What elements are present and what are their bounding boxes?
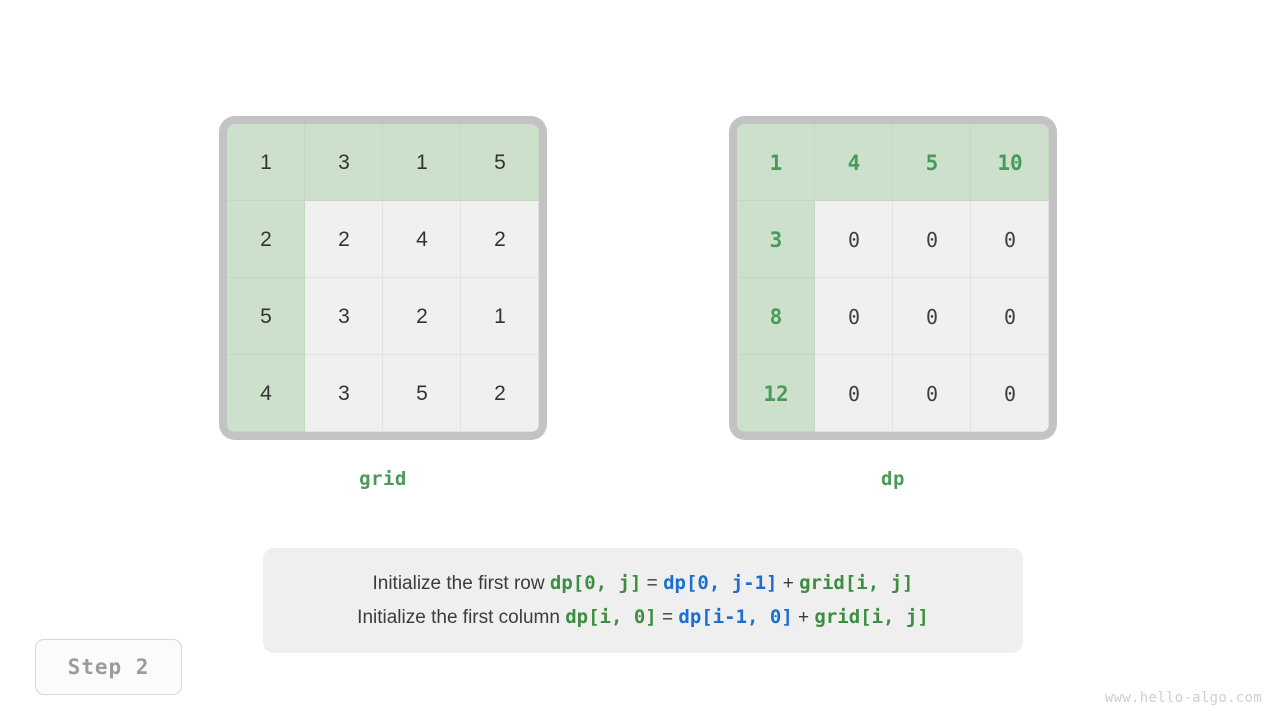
matrix-cell-2-0: 5	[227, 278, 305, 355]
caption-line-2-equals: =	[656, 606, 679, 628]
matrix-cell-1-3: 2	[461, 201, 539, 278]
matrix-cell-3-3: 0	[971, 355, 1049, 432]
matrix-cell-2-3: 0	[971, 278, 1049, 355]
matrix-cell-1-1: 2	[305, 201, 383, 278]
matrix-cell-0-2: 5	[893, 124, 971, 201]
matrix-cell-3-3: 2	[461, 355, 539, 432]
caption-line-2-plus: +	[792, 606, 815, 628]
matrix-cell-2-2: 2	[383, 278, 461, 355]
caption-line-2-prefix: Initialize the first column	[357, 606, 566, 628]
grid-matrix-label: grid	[359, 468, 407, 490]
matrix-cell-1-2: 4	[383, 201, 461, 278]
matrix-cell-0-3: 5	[461, 124, 539, 201]
matrix-cell-1-2: 0	[893, 201, 971, 278]
caption-line-1: Initialize the first row dp[0, j] = dp[0…	[372, 571, 914, 595]
caption-box: Initialize the first row dp[0, j] = dp[0…	[263, 548, 1023, 653]
caption-line-2: Initialize the first column dp[i, 0] = d…	[357, 605, 929, 629]
dp-matrix-label: dp	[881, 468, 905, 490]
matrix-cell-3-0: 12	[737, 355, 815, 432]
caption-line-2-rhs: dp[i-1, 0]	[678, 605, 793, 628]
matrix-cell-3-1: 0	[815, 355, 893, 432]
caption-line-1-rhs: dp[0, j-1]	[663, 571, 778, 594]
matrix-cell-1-1: 0	[815, 201, 893, 278]
watermark: www.hello-algo.com	[1104, 690, 1262, 706]
matrix-cell-2-1: 0	[815, 278, 893, 355]
matrix-cell-0-0: 1	[737, 124, 815, 201]
matrix-cell-2-0: 8	[737, 278, 815, 355]
step-badge-label: Step 2	[67, 655, 150, 679]
caption-line-1-plus: +	[777, 572, 800, 594]
caption-line-2-lhs: dp[i, 0]	[565, 605, 657, 628]
matrix-cell-0-0: 1	[227, 124, 305, 201]
matrix-cell-3-2: 0	[893, 355, 971, 432]
matrix-cell-0-1: 4	[815, 124, 893, 201]
caption-line-1-prefix: Initialize the first row	[372, 572, 550, 594]
matrix-cell-0-2: 1	[383, 124, 461, 201]
matrix-cell-3-2: 5	[383, 355, 461, 432]
caption-line-1-lhs: dp[0, j]	[549, 571, 642, 594]
matrix-cell-1-0: 3	[737, 201, 815, 278]
caption-line-1-equals: =	[641, 572, 664, 594]
step-badge: Step 2	[35, 639, 182, 695]
matrix-cell-0-3: 10	[971, 124, 1049, 201]
matrix-cell-1-0: 2	[227, 201, 305, 278]
matrix-cell-0-1: 3	[305, 124, 383, 201]
caption-line-1-addend: grid[i, j]	[799, 571, 914, 594]
matrix-cell-3-0: 4	[227, 355, 305, 432]
matrix-cell-2-1: 3	[305, 278, 383, 355]
matrix-cell-2-3: 1	[461, 278, 539, 355]
matrix-cell-3-1: 3	[305, 355, 383, 432]
matrix-cell-2-2: 0	[893, 278, 971, 355]
caption-line-2-addend: grid[i, j]	[814, 605, 929, 628]
matrix-cell-1-3: 0	[971, 201, 1049, 278]
